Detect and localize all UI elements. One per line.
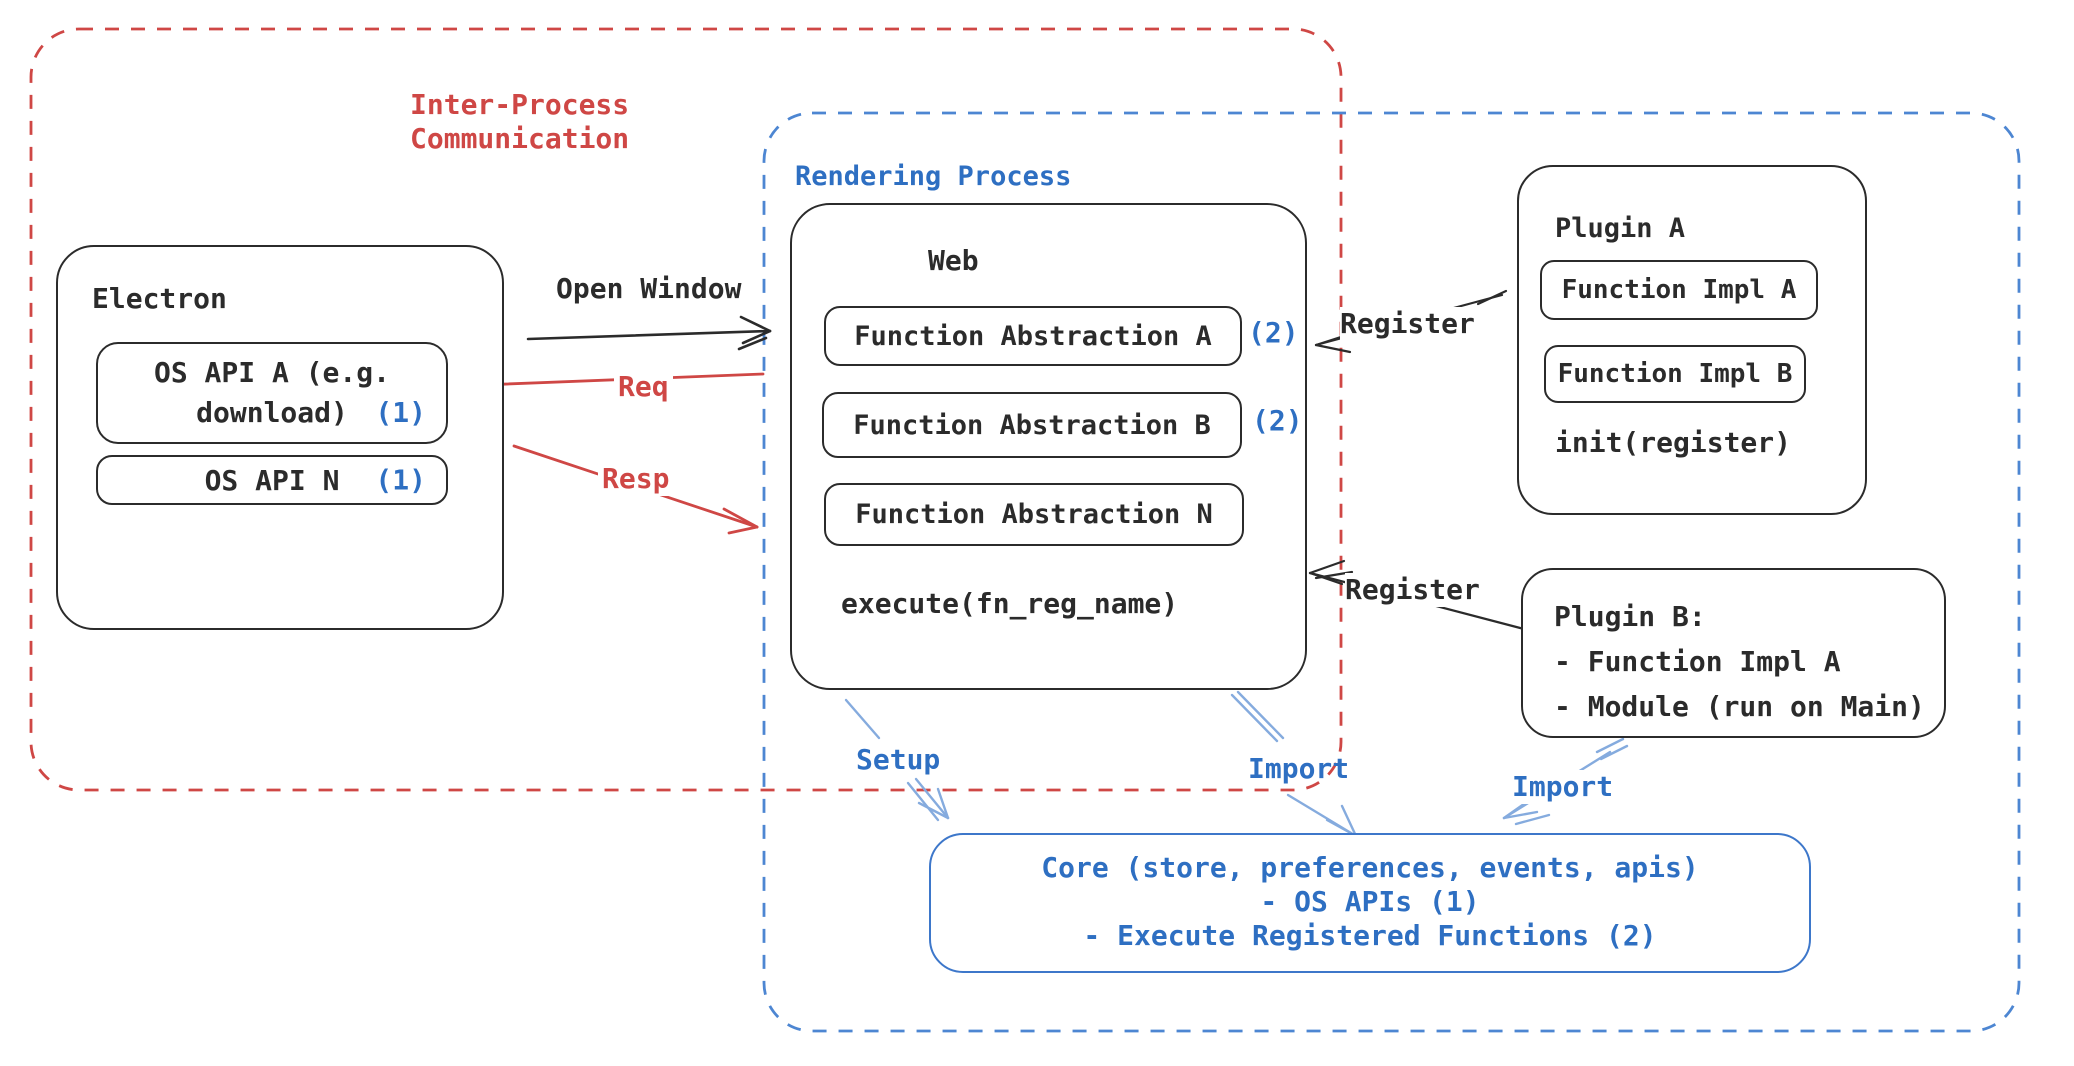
execute-label: execute(fn_reg_name) bbox=[841, 587, 1179, 620]
function-abstraction-n-box: Function Abstraction N bbox=[824, 483, 1244, 546]
electron-title: Electron bbox=[92, 282, 227, 315]
web-title: Web bbox=[928, 244, 979, 277]
os-api-n-label: OS API N bbox=[204, 463, 340, 497]
register-plugin-b-label: Register bbox=[1345, 573, 1480, 607]
function-impl-a-label: Function Impl A bbox=[1561, 275, 1797, 305]
rendering-dashed-region bbox=[762, 111, 2021, 1033]
function-abstraction-b-label: Function Abstraction B bbox=[853, 409, 1211, 441]
os-api-n-badge: (1) bbox=[375, 463, 426, 497]
setup-label: Setup bbox=[856, 743, 941, 776]
plugin-a-box bbox=[1517, 165, 1867, 515]
function-abstraction-n-label: Function Abstraction N bbox=[855, 499, 1213, 530]
open-window-label: Open Window bbox=[556, 272, 742, 305]
core-line3: - Execute Registered Functions (2) bbox=[1083, 919, 1657, 952]
function-abstraction-b-badge: (2) bbox=[1252, 404, 1303, 437]
setup-arrow bbox=[844, 698, 950, 822]
register-plugin-a-label: Register bbox=[1340, 307, 1475, 341]
import-web-label: Import bbox=[1248, 752, 1350, 785]
open-window-arrow bbox=[526, 315, 772, 351]
function-impl-a-box: Function Impl A bbox=[1540, 260, 1818, 320]
plugin-b-item-1: - Function Impl A bbox=[1554, 645, 1841, 678]
plugin-b-item-2: - Module (run on Main) bbox=[1554, 690, 1925, 723]
plugin-a-title: Plugin A bbox=[1555, 213, 1686, 244]
os-api-n-box: OS API N (1) bbox=[96, 455, 448, 505]
init-register-label: init(register) bbox=[1555, 426, 1792, 459]
function-impl-b-box: Function Impl B bbox=[1544, 345, 1806, 403]
os-api-a-line1: OS API A (e.g. bbox=[153, 356, 390, 389]
plugin-b-box: Plugin B: - Function Impl A - Module (ru… bbox=[1521, 568, 1946, 738]
os-api-a-badge: (1) bbox=[375, 396, 426, 429]
os-api-a-box: OS API A (e.g. download) (1) bbox=[96, 342, 448, 444]
core-line1: Core (store, preferences, events, apis) bbox=[1041, 851, 1699, 884]
req-label: Req bbox=[614, 370, 673, 404]
rendering-group-label: Rendering Process bbox=[795, 161, 1072, 192]
core-line2: - OS APIs (1) bbox=[1260, 885, 1480, 918]
os-api-a-line2: download) bbox=[196, 396, 348, 429]
function-impl-b-label: Function Impl B bbox=[1557, 359, 1793, 389]
import-web-arrow bbox=[1230, 690, 1358, 838]
import-plugin-b-label: Import bbox=[1512, 770, 1614, 804]
function-abstraction-a-box: Function Abstraction A bbox=[824, 306, 1242, 366]
function-abstraction-a-label: Function Abstraction A bbox=[854, 320, 1212, 352]
plugin-b-title: Plugin B: bbox=[1554, 600, 1706, 633]
ipc-label-line2: Communication bbox=[410, 122, 630, 155]
core-box: Core (store, preferences, events, apis) … bbox=[929, 833, 1811, 973]
resp-label: Resp bbox=[598, 462, 674, 496]
ipc-label-line1: Inter-Process bbox=[410, 88, 630, 121]
function-abstraction-b-box: Function Abstraction B bbox=[822, 392, 1242, 458]
function-abstraction-a-badge: (2) bbox=[1248, 316, 1299, 349]
ipc-dashed-region bbox=[29, 27, 1343, 792]
